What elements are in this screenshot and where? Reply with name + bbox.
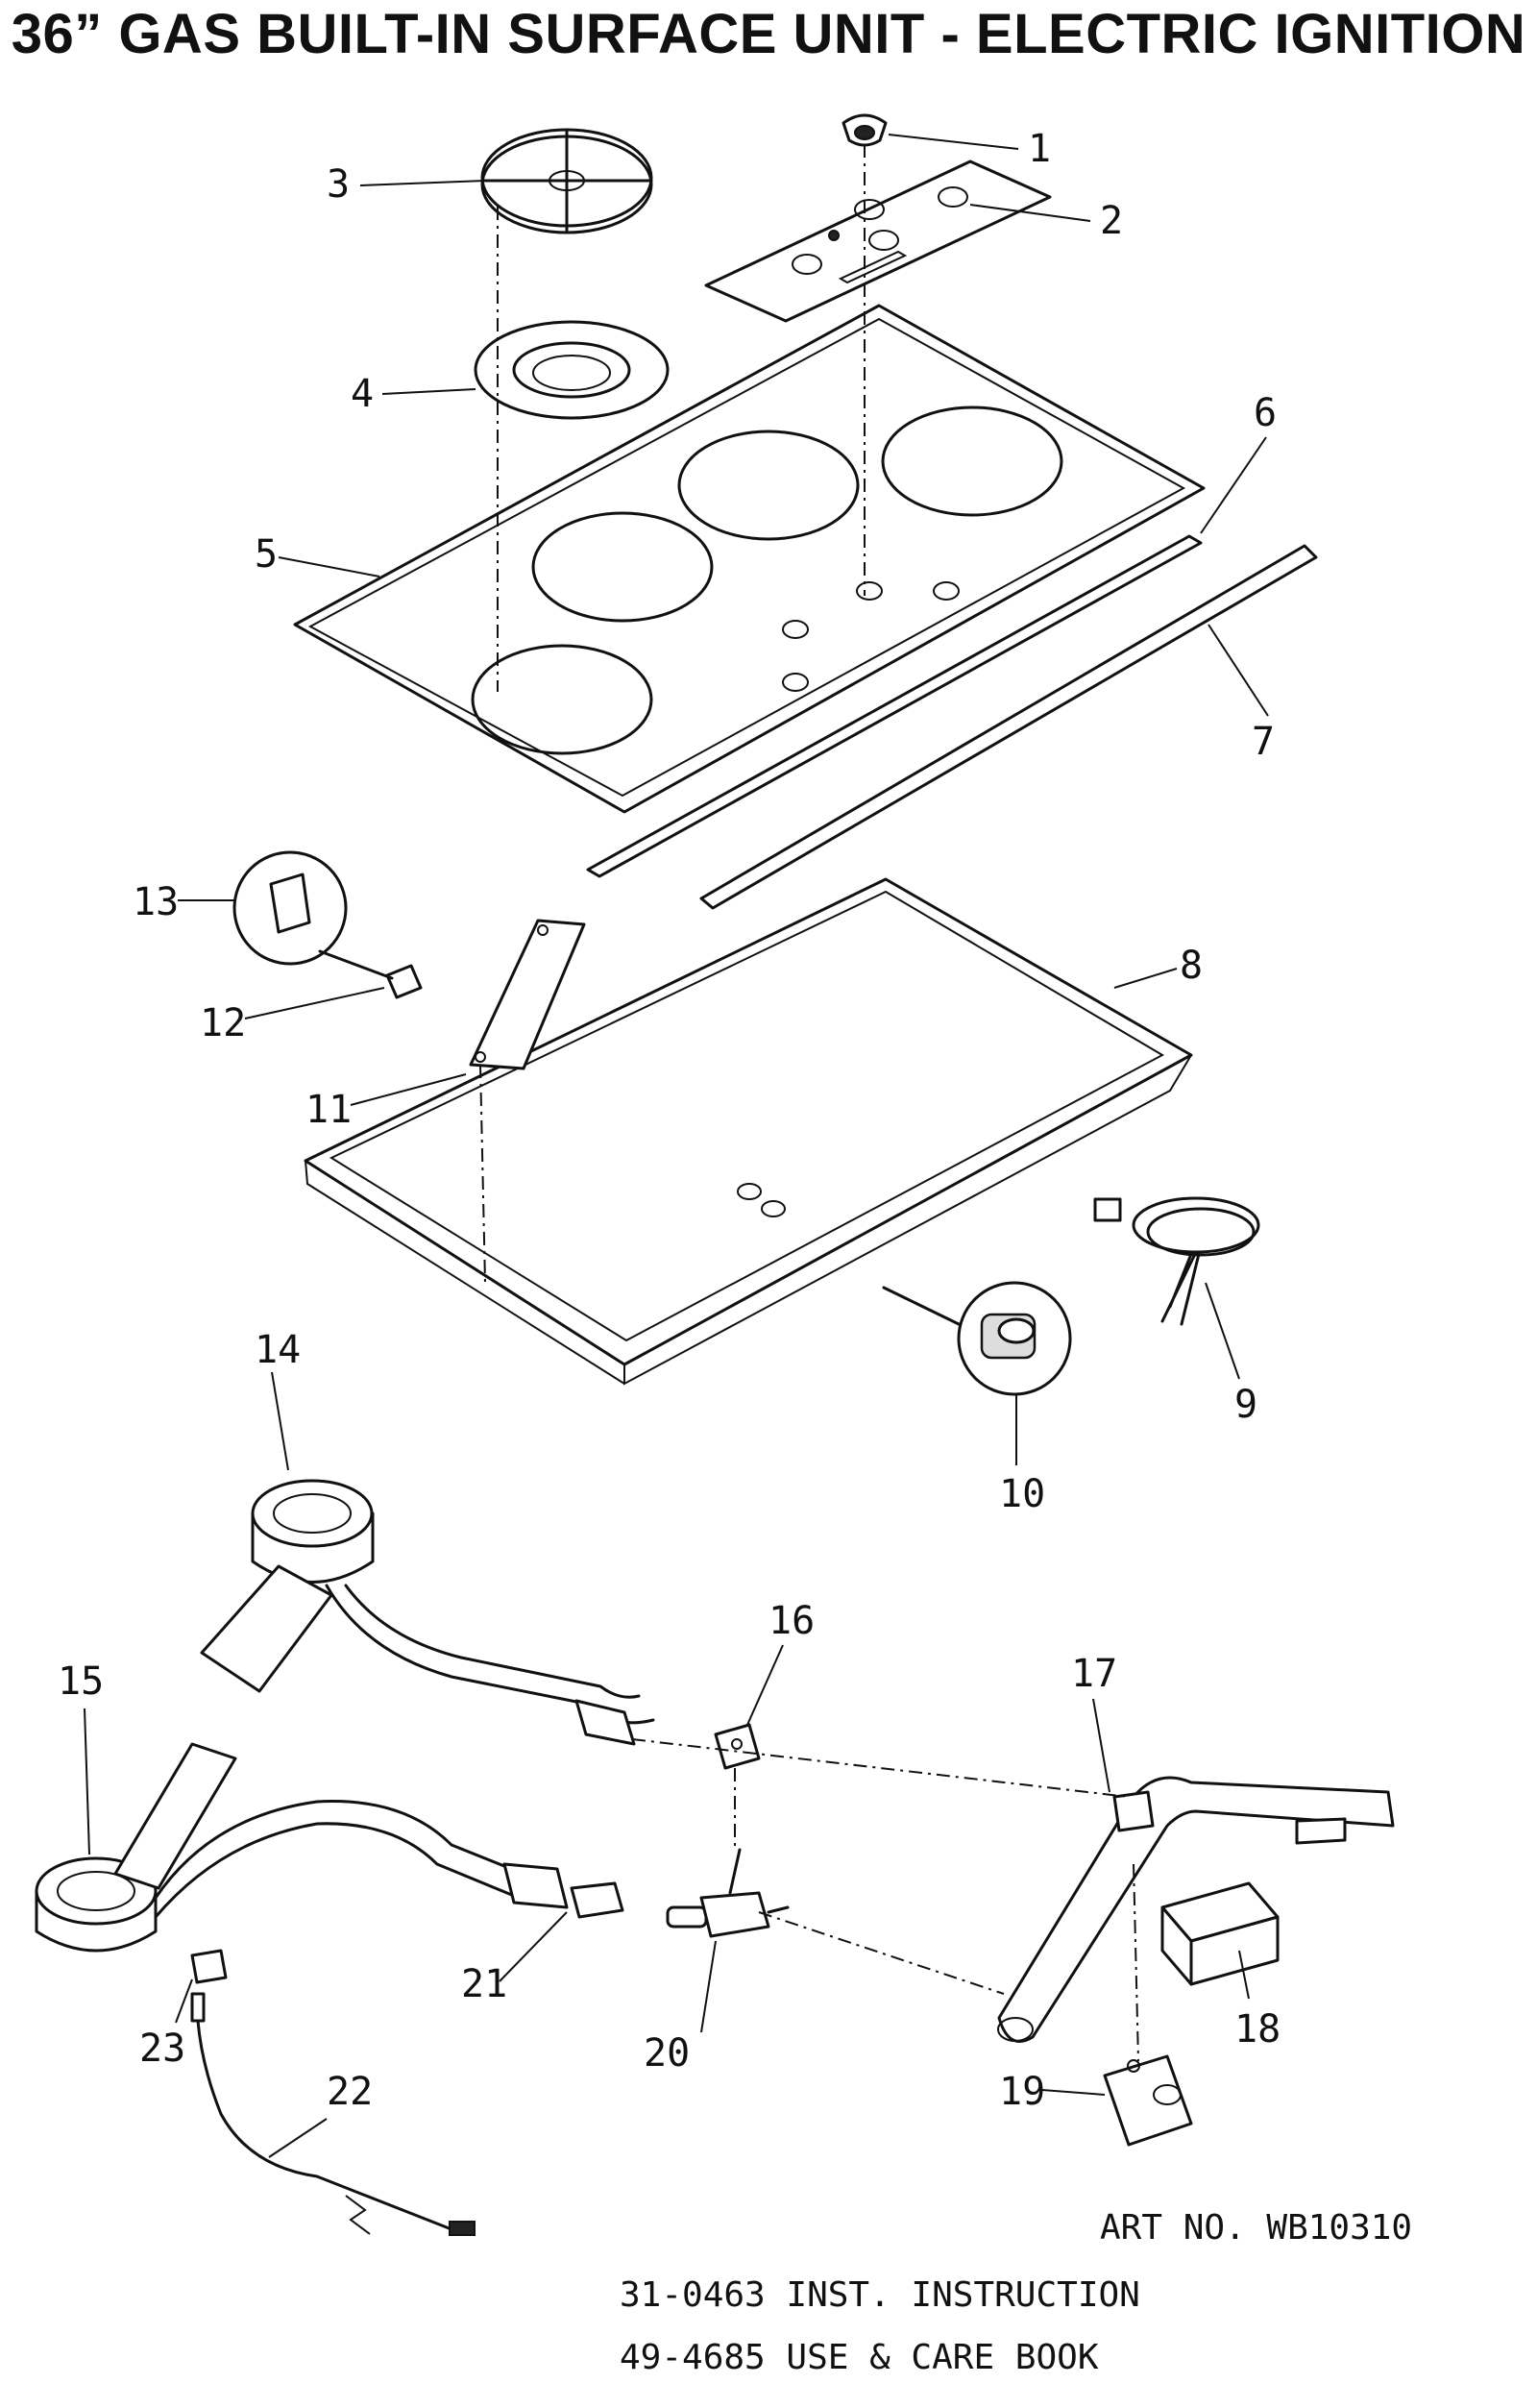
art-number: ART NO. WB10310 <box>1100 2208 1412 2248</box>
part-23-electrode-bracket <box>190 1949 228 2023</box>
leader-lines <box>84 134 1269 2158</box>
part-4-drip-bowl <box>474 320 670 420</box>
callout-2: 2 <box>1100 199 1123 243</box>
callout-15: 15 <box>58 1659 104 1704</box>
part-6-trim-strip <box>586 534 1203 878</box>
part-11-bracket <box>469 919 586 1070</box>
part-16-clip <box>714 1723 761 1770</box>
callout-3: 3 <box>327 162 350 207</box>
part-19-regulator <box>1103 2054 1193 2147</box>
part-13-clip-detail <box>232 850 394 980</box>
callout-11: 11 <box>305 1088 352 1132</box>
callout-20: 20 <box>644 2031 690 2076</box>
callout-13: 13 <box>133 880 179 924</box>
footer-inst-instruction: 31-0463 INST. INSTRUCTION <box>620 2275 1140 2315</box>
callout-22: 22 <box>327 2070 373 2114</box>
part-8-burner-box <box>304 877 1193 1386</box>
callout-7: 7 <box>1252 720 1275 764</box>
callout-6: 6 <box>1254 391 1277 435</box>
callout-21: 21 <box>461 1962 507 2006</box>
diagram-title: 36” GAS BUILT-IN SURFACE UNIT - ELECTRIC… <box>11 3 1526 65</box>
footer-use-care-book: 49-4685 USE & CARE BOOK <box>620 2338 1099 2377</box>
part-7-trim-strip <box>699 544 1318 910</box>
callout-14: 14 <box>255 1328 301 1372</box>
part-21-orifice <box>570 1881 624 1919</box>
part-17-manifold <box>997 1776 1395 2043</box>
part-12-clip <box>385 964 423 999</box>
callout-5: 5 <box>255 532 278 577</box>
part-2-control-panel <box>704 160 1052 323</box>
callout-4: 4 <box>351 372 374 416</box>
callout-18: 18 <box>1234 2007 1281 2052</box>
callout-1: 1 <box>1028 127 1051 171</box>
callout-17: 17 <box>1071 1652 1117 1696</box>
part-10-switch-detail <box>882 1281 1072 1396</box>
callout-23: 23 <box>139 2027 185 2071</box>
callout-19: 19 <box>999 2070 1045 2114</box>
part-22-ignition-wire <box>196 2019 476 2236</box>
callout-8: 8 <box>1180 944 1203 988</box>
callout-9: 9 <box>1234 1383 1257 1427</box>
part-20-valve <box>666 1848 790 1938</box>
alignment-lines <box>479 144 1139 2062</box>
part-5-cooktop <box>293 304 1206 814</box>
part-1-knob <box>842 113 888 147</box>
part-15-burner <box>35 1742 569 1953</box>
callout-10: 10 <box>999 1472 1045 1516</box>
part-14-burner <box>200 1479 655 1746</box>
part-18-spark-module <box>1160 1881 1280 1986</box>
callout-12: 12 <box>200 1001 246 1045</box>
callout-numbers: 1 2 3 4 5 6 7 8 9 10 11 12 13 14 15 16 1… <box>58 127 1281 2114</box>
part-9-power-cord <box>1093 1196 1260 1326</box>
callout-16: 16 <box>768 1599 815 1643</box>
part-3-grate <box>480 128 653 234</box>
